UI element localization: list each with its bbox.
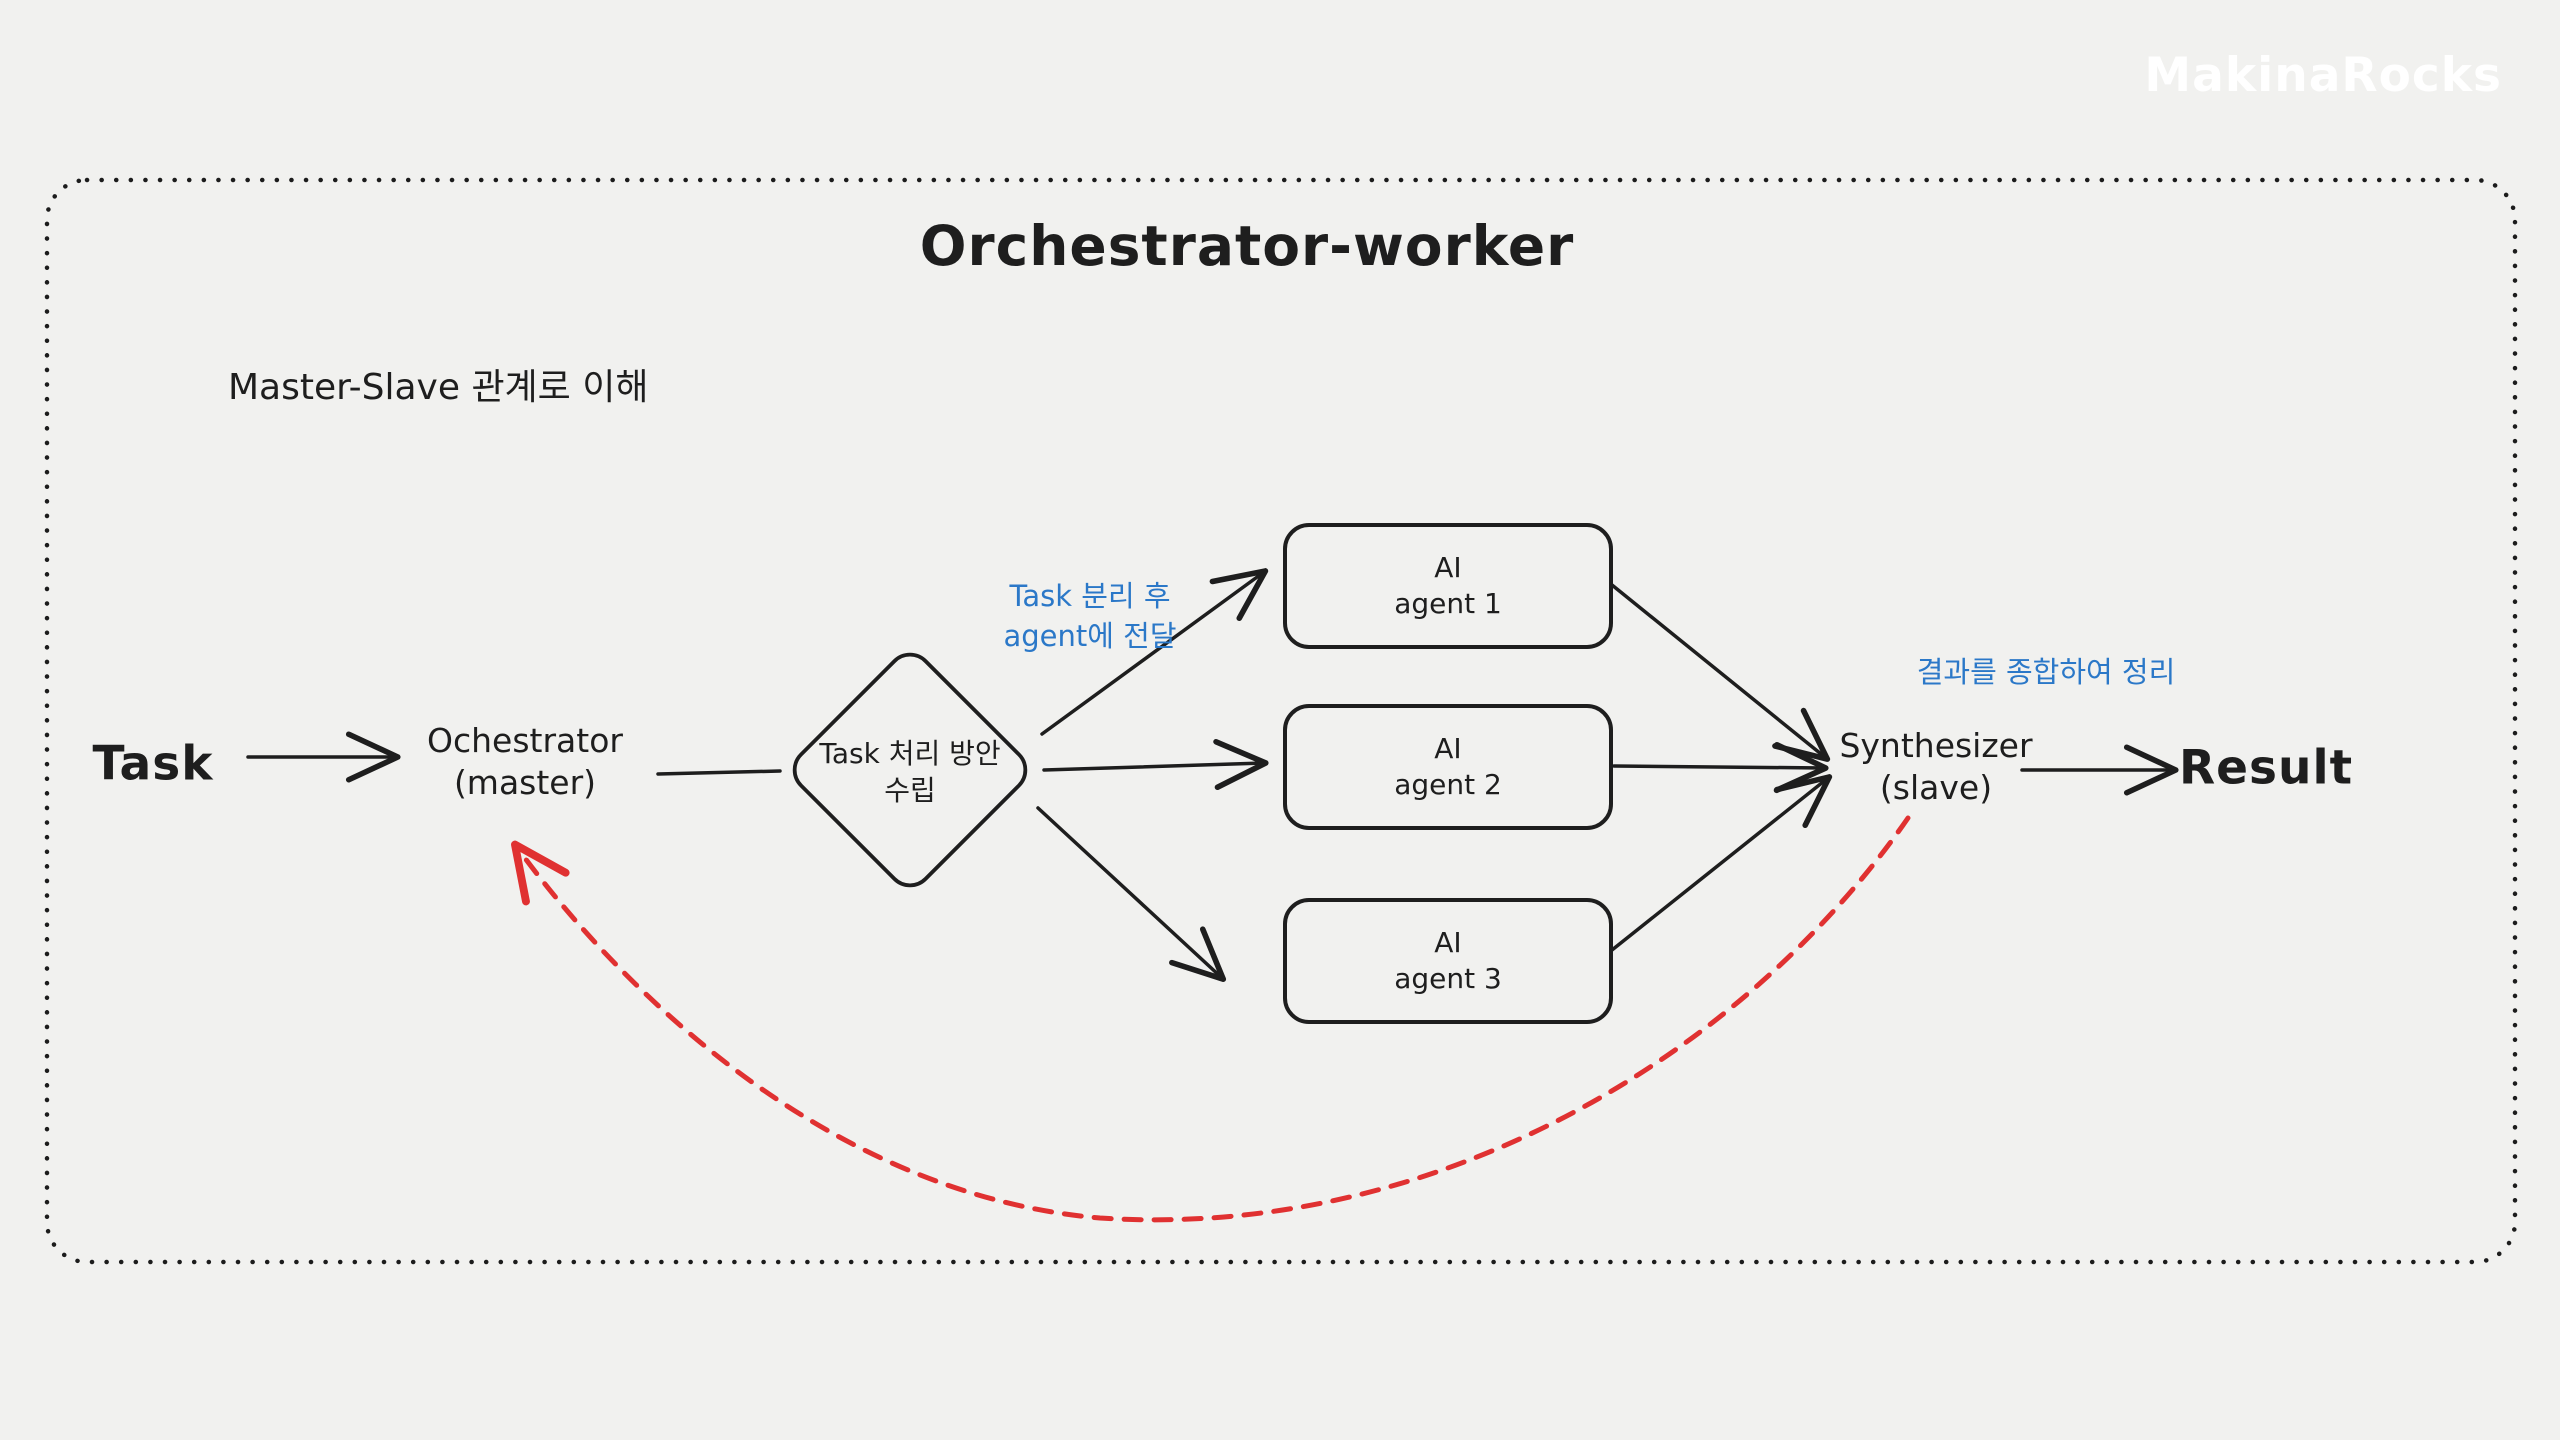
arrow-agent2-to-synthesizer [1612, 742, 1829, 794]
ai-agent-3-line2: agent 3 [1394, 962, 1502, 995]
decision-diamond-shape [792, 652, 1028, 888]
diagram-title: Orchestrator-worker [919, 214, 1575, 278]
arrow-agent3-to-synthesizer [1610, 774, 1833, 952]
decision-label-line1: Task 처리 방안 [819, 737, 1001, 770]
synthesizer-label-line1: Synthesizer [1839, 726, 2033, 765]
decision-label-line2: 수립 [884, 774, 936, 807]
synthesizer-node: Synthesizer (slave) [1839, 725, 2032, 809]
arrow-decision-to-agent3 [1036, 806, 1227, 982]
ai-agent-1-box: AI agent 1 [1283, 523, 1613, 649]
arrow-decision-to-agent1 [1040, 568, 1269, 736]
makinarocks-logo: MakinaRocks [2144, 48, 2502, 103]
orchestrator-label-line2: (master) [453, 763, 597, 802]
orchestrator-label-line1: Ochestrator [427, 721, 623, 760]
synthesizer-label-line2: (slave) [1879, 768, 1993, 807]
line-orchestrator-to-decision [656, 769, 782, 776]
result-node: Result [2178, 740, 2354, 796]
ai-agent-1-line2: agent 1 [1394, 587, 1502, 620]
diagram-subtitle: Master-Slave 관계로 이해 [228, 367, 649, 408]
arrow-decision-to-agent2 [1042, 738, 1269, 791]
ai-agent-2-box: AI agent 2 [1283, 704, 1613, 830]
ai-agent-2-line2: agent 2 [1394, 768, 1502, 801]
merge-annotation: 결과를 종합하여 정리 [1916, 655, 2176, 689]
ai-agent-3-box: AI agent 3 [1283, 898, 1613, 1024]
orchestrator-node: Ochestrator (master) [427, 720, 623, 804]
ai-agent-1-line1: AI [1434, 551, 1462, 584]
ai-agent-2-line1: AI [1434, 732, 1462, 765]
split-annotation-line2: agent에 전달 [1003, 619, 1177, 653]
decision-node-label: Task 처리 방안 수립 [819, 735, 1000, 809]
task-node: Task [92, 736, 214, 792]
dotted-frame [44, 177, 2518, 1265]
feedback-arrow-synthesizer-to-orchestrator [511, 815, 1911, 1223]
ai-agent-3-line1: AI [1434, 926, 1462, 959]
split-annotation: Task 분리 후 agent에 전달 [1003, 576, 1176, 656]
arrow-agent1-to-synthesizer [1610, 583, 1831, 762]
split-annotation-line1: Task 분리 후 [1009, 579, 1171, 613]
